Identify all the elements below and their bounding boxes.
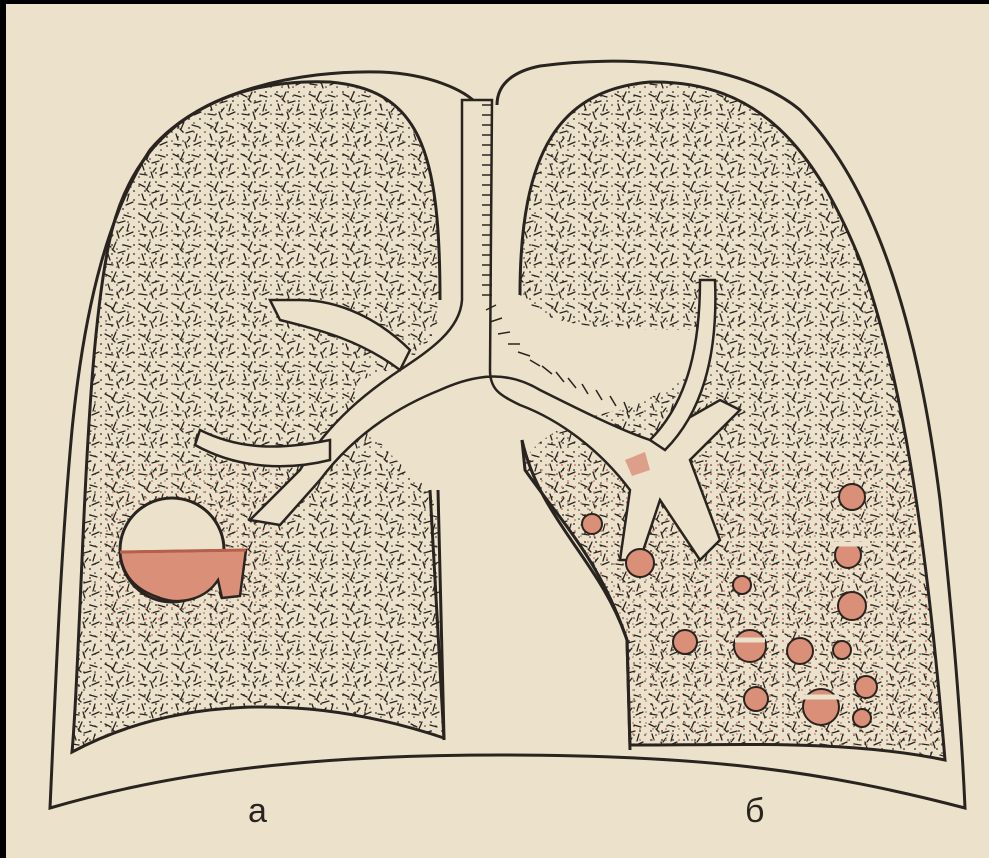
label-b: б — [745, 792, 764, 831]
label-a: а — [248, 792, 267, 831]
left-lung-tissue — [60, 60, 460, 780]
